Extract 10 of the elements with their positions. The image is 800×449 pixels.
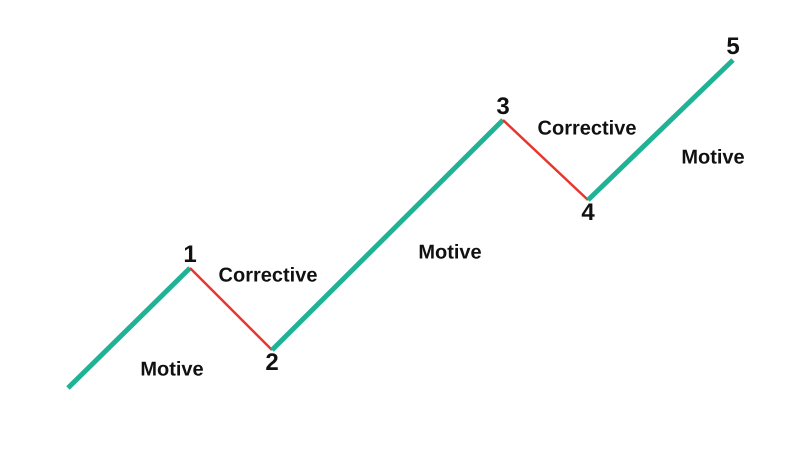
- wave-number: 5: [721, 34, 745, 60]
- wave-line: [189, 267, 273, 351]
- wave-number: 2: [260, 350, 284, 376]
- wave-line: [502, 119, 589, 201]
- wave-line: [586, 58, 735, 202]
- wave-line: [270, 118, 505, 352]
- wave-number: 4: [576, 200, 600, 226]
- wave-number: 1: [178, 242, 202, 268]
- wave-line: [66, 266, 192, 390]
- wave-number: 3: [491, 94, 515, 120]
